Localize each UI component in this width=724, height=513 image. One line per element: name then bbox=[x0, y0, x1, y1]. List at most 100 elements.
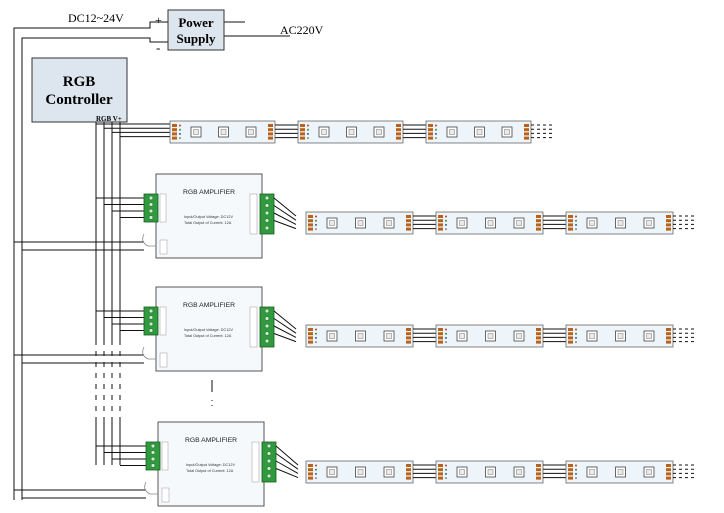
solder-pad bbox=[406, 215, 411, 218]
solder-pad bbox=[536, 464, 541, 467]
led-strip-row bbox=[305, 460, 697, 484]
led-chip-core bbox=[376, 129, 382, 135]
led-chip-core bbox=[329, 220, 335, 226]
solder-pad bbox=[396, 124, 401, 127]
terminal-screw bbox=[148, 215, 154, 220]
led-chip-core bbox=[589, 220, 595, 226]
pad-marker bbox=[445, 341, 447, 344]
solder-pad bbox=[666, 476, 671, 480]
power-label-strip bbox=[159, 352, 168, 368]
pad-marker bbox=[445, 215, 447, 218]
amplifier-spec-current: Total Output of Current: 12A bbox=[184, 221, 232, 225]
power-supply-label-line1: Power bbox=[178, 15, 214, 30]
solder-pad bbox=[666, 219, 671, 223]
led-chip-core bbox=[357, 469, 364, 475]
dc-minus-sign: - bbox=[156, 40, 160, 55]
output-label-strip bbox=[249, 193, 258, 235]
led-chip-core bbox=[617, 333, 624, 339]
solder-pad bbox=[428, 136, 433, 140]
solder-pad bbox=[666, 328, 671, 331]
led-chip-core bbox=[329, 333, 335, 339]
strip-continuation-wires bbox=[673, 464, 697, 479]
pad-marker bbox=[179, 132, 181, 135]
amplifier-spec-current: Total Output of Current: 12A bbox=[186, 469, 234, 473]
solder-pad bbox=[308, 328, 313, 331]
led-chip-core bbox=[617, 469, 624, 475]
led-chip-core bbox=[646, 333, 652, 339]
terminal-screw bbox=[264, 323, 270, 329]
terminal-screw bbox=[264, 225, 270, 231]
led-chip-core bbox=[248, 129, 254, 135]
terminal-screw bbox=[148, 321, 154, 327]
pad-marker bbox=[307, 137, 309, 140]
led-chip-core bbox=[449, 129, 455, 135]
solder-pad bbox=[406, 328, 411, 331]
solder-pad bbox=[268, 124, 273, 127]
output-label-strip bbox=[251, 441, 260, 483]
pad-marker bbox=[445, 336, 447, 339]
solder-pad bbox=[428, 128, 433, 132]
pad-marker bbox=[445, 468, 447, 471]
pad-marker bbox=[445, 472, 447, 475]
solder-pad bbox=[438, 476, 443, 480]
terminal-screw bbox=[148, 195, 154, 201]
amplifier-output-terminal bbox=[259, 306, 275, 348]
solder-pad bbox=[308, 472, 313, 476]
pad-marker bbox=[315, 341, 317, 344]
input-label-strip bbox=[159, 193, 167, 223]
pad-marker bbox=[445, 477, 447, 480]
led-chip-core bbox=[516, 469, 522, 475]
solder-pad bbox=[438, 215, 443, 218]
strip-link-wires bbox=[413, 215, 436, 230]
solder-pad bbox=[568, 328, 573, 331]
led-strip-segment bbox=[435, 211, 544, 235]
strip-link-wires bbox=[413, 464, 436, 479]
solder-pad bbox=[300, 128, 305, 132]
pad-marker bbox=[307, 132, 309, 135]
led-chip-core bbox=[459, 333, 465, 339]
terminal-screw bbox=[264, 316, 270, 321]
led-chip-core bbox=[589, 333, 595, 339]
dc-voltage-label: DC12~24V bbox=[68, 11, 124, 25]
amplifier-title: RGB AMPLIFIER bbox=[183, 189, 235, 196]
solder-pad bbox=[438, 472, 443, 476]
led-strip-segment bbox=[435, 460, 544, 484]
solder-pad bbox=[268, 132, 273, 136]
solder-pad bbox=[524, 136, 529, 140]
amplifier-input-terminal bbox=[143, 306, 159, 336]
led-chip-core bbox=[386, 220, 392, 226]
led-strip-segment bbox=[297, 120, 404, 144]
solder-pad bbox=[568, 468, 573, 472]
solder-pad bbox=[308, 464, 313, 467]
solder-pad bbox=[568, 215, 573, 218]
terminal-screw bbox=[264, 331, 270, 336]
pad-marker bbox=[315, 228, 317, 231]
solder-pad bbox=[406, 472, 411, 476]
pad-marker bbox=[435, 137, 437, 140]
pad-marker bbox=[315, 215, 317, 218]
led-chip-core bbox=[193, 129, 199, 135]
solder-pad bbox=[438, 219, 443, 223]
controller-output-bus bbox=[95, 122, 121, 465]
pad-marker bbox=[445, 332, 447, 335]
solder-pad bbox=[300, 132, 305, 136]
solder-pad bbox=[524, 124, 529, 127]
led-chip-core bbox=[646, 220, 652, 226]
solder-pad bbox=[438, 223, 443, 227]
led-chip-core bbox=[357, 220, 364, 226]
solder-pad bbox=[308, 476, 313, 480]
mounting-tab bbox=[142, 233, 156, 247]
strip-link-wires bbox=[413, 328, 436, 343]
solder-pad bbox=[406, 332, 411, 336]
terminal-screw bbox=[150, 463, 156, 468]
led-chip-core bbox=[487, 469, 494, 475]
power-rail-taps bbox=[14, 241, 146, 499]
pad-marker bbox=[575, 472, 577, 475]
solder-pad bbox=[406, 227, 411, 231]
solder-pad bbox=[568, 336, 573, 340]
solder-pad bbox=[300, 136, 305, 140]
strip-link-wires bbox=[543, 215, 566, 230]
solder-pad bbox=[438, 227, 443, 231]
solder-pad bbox=[438, 332, 443, 336]
